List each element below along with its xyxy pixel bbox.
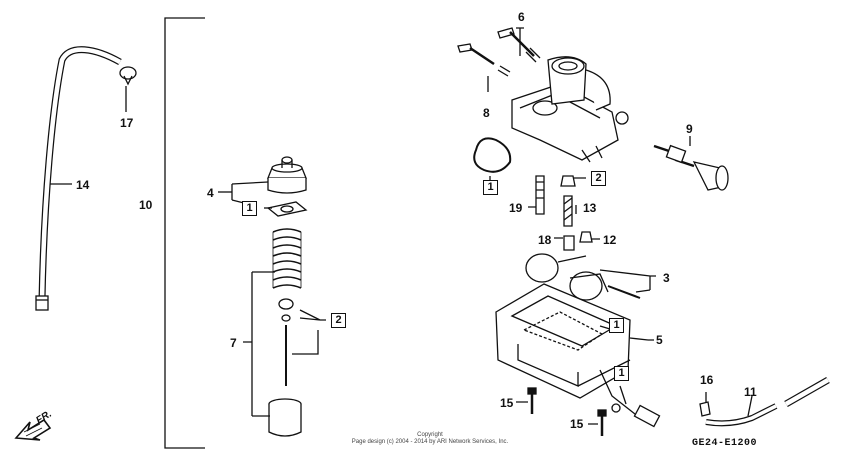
float-chamber xyxy=(495,283,661,428)
needle-jet-holder xyxy=(579,231,593,243)
callout-16: 16 xyxy=(700,373,714,387)
main-jet xyxy=(563,235,575,251)
callout-18: 18 xyxy=(538,233,552,247)
carburetor-body xyxy=(511,56,629,163)
needle-clip-retainer xyxy=(278,298,294,322)
boxed-ref-drain: 1 xyxy=(614,366,629,381)
throttle-valve xyxy=(268,398,302,437)
callout-8: 8 xyxy=(483,106,490,120)
callout-11: 11 xyxy=(744,385,757,399)
callout-17: 17 xyxy=(120,116,134,130)
callout-5: 5 xyxy=(656,333,663,347)
throttle-stop-screw xyxy=(497,27,541,63)
callout-13: 13 xyxy=(583,201,597,215)
float xyxy=(525,253,641,301)
drain-screw xyxy=(597,409,607,436)
assembly-bracket xyxy=(164,17,205,449)
chamber-screw xyxy=(527,387,537,414)
starter-plunger xyxy=(653,144,729,191)
copyright-line-1: Copyright xyxy=(417,432,443,438)
overflow-tube xyxy=(705,376,830,427)
callout-3: 3 xyxy=(663,271,670,285)
tube-clip-small xyxy=(699,401,711,417)
front-direction-arrow xyxy=(14,418,52,441)
callout-14: 14 xyxy=(76,178,90,192)
fuel-tube xyxy=(35,46,122,311)
callout-9: 9 xyxy=(686,122,693,136)
float-chamber-gasket xyxy=(473,137,512,173)
cap-gasket xyxy=(266,201,308,217)
boxed-ref-cap-gasket: 1 xyxy=(242,201,257,216)
boxed-ref-float: 1 xyxy=(609,318,624,333)
boxed-ref-needle-clip: 2 xyxy=(331,313,346,328)
callout-15-chamber: 15 xyxy=(500,396,514,410)
diagram-code: GE24-E1200 xyxy=(692,438,758,449)
callout-12: 12 xyxy=(603,233,617,247)
slow-jet xyxy=(535,175,545,215)
carburetor-top-cap xyxy=(267,156,307,194)
callout-15-drain: 15 xyxy=(570,417,584,431)
boxed-ref-jet: 2 xyxy=(591,171,606,186)
callout-7: 7 xyxy=(230,336,237,350)
pilot-screw xyxy=(457,43,511,77)
callout-4: 4 xyxy=(207,186,214,200)
throttle-spring xyxy=(272,228,302,289)
tube-clip xyxy=(119,66,137,86)
callout-19: 19 xyxy=(509,201,523,215)
callout-6: 6 xyxy=(518,10,525,24)
copyright-line-2: Page design (c) 2004 - 2014 by ARI Netwo… xyxy=(351,439,509,445)
callout-10: 10 xyxy=(139,198,153,212)
needle-jet xyxy=(560,175,576,227)
copyright-notice: Copyright Page design (c) 2004 - 2014 by… xyxy=(300,432,560,446)
boxed-ref-chamber-gasket: 1 xyxy=(483,180,498,195)
